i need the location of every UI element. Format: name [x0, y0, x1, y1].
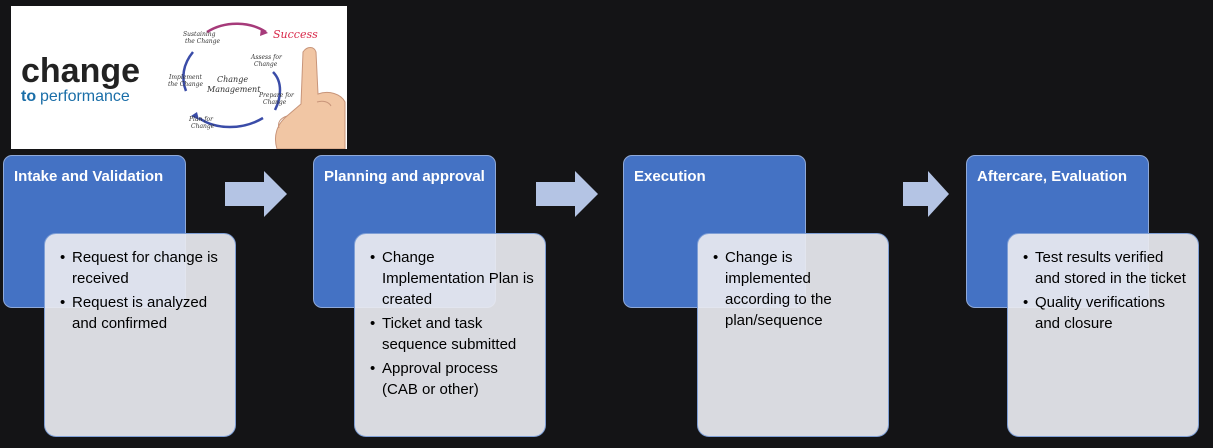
change-to-performance-logo: change to performance Change Management … [11, 6, 347, 149]
bullet-item: •Test results verified and stored in the… [1023, 249, 1186, 287]
cycle-label-plan-2: Change [191, 123, 215, 130]
stage-aftercare-title: Aftercare, Evaluation [977, 168, 1128, 185]
cycle-arrowhead-top [260, 28, 268, 36]
stage-planning-title: Planning and approval [324, 168, 485, 185]
cycle-arrowhead-bottom [191, 112, 199, 120]
cycle-arrow-right [272, 71, 282, 111]
cycle-arrow-top [206, 22, 267, 34]
flow-arrow-3 [903, 171, 949, 217]
bullet-item: •Change Implementation Plan is created [370, 249, 534, 308]
logo-word-change: change [21, 52, 140, 90]
bullet-item: •Request for change is received [60, 249, 218, 287]
bullet-marker: • [713, 249, 719, 266]
stage-execution-bullet-list: •Change is implemented according to the … [713, 247, 880, 334]
pointing-hand-illustration [274, 47, 346, 149]
cycle-label-implement-2: the Change [168, 81, 203, 88]
bullet-marker: • [60, 249, 66, 266]
logo-word-to: to [21, 88, 36, 105]
stage-intake-body: •Request for change is received •Request… [44, 233, 236, 437]
flow-arrow-2 [536, 171, 598, 217]
cycle-label-success: Success [273, 28, 318, 41]
bullet-marker: • [370, 315, 376, 332]
bullet-marker: • [370, 249, 376, 266]
stage-execution-body: •Change is implemented according to the … [697, 233, 889, 437]
bullet-item: •Change is implemented according to the … [713, 249, 832, 329]
cycle-arrow-bottom [198, 116, 264, 129]
cycle-label-assess-2: Change [254, 61, 278, 68]
bullet-item: •Quality verifications and closure [1023, 294, 1166, 332]
bullet-item: •Approval process (CAB or other) [370, 360, 498, 398]
flow-arrow-1 [225, 171, 287, 217]
cycle-label-implement-1: Implement [168, 74, 202, 81]
stage-planning-body: •Change Implementation Plan is created •… [354, 233, 546, 437]
cycle-label-plan-1: Plan for [188, 116, 214, 123]
bullet-marker: • [370, 360, 376, 377]
bullet-marker: • [60, 294, 66, 311]
stage-intake-bullet-list: •Request for change is received •Request… [60, 247, 227, 337]
cycle-label-prepare-1: Prepare for [258, 92, 295, 99]
cycle-center-1: Change [217, 75, 248, 84]
cycle-arrow-left [182, 51, 194, 92]
stage-planning-bullet-list: •Change Implementation Plan is created •… [370, 247, 537, 403]
bullet-item: •Request is analyzed and confirmed [60, 294, 208, 332]
bullet-marker: • [1023, 249, 1029, 266]
cycle-label-sustaining-1: Sustaining [183, 31, 216, 38]
stage-aftercare-bullet-list: •Test results verified and stored in the… [1023, 247, 1190, 337]
logo-word-performance: performance [40, 88, 130, 105]
bullet-item: •Ticket and task sequence submitted [370, 315, 517, 353]
cycle-center-2: Management [206, 85, 261, 94]
cycle-label-prepare-2: Change [263, 99, 287, 106]
bullet-marker: • [1023, 294, 1029, 311]
logo-graphic: change to performance Change Management … [21, 22, 346, 149]
stage-intake-title: Intake and Validation [14, 168, 164, 185]
stage-execution-title: Execution [634, 168, 706, 185]
stage-aftercare-body: •Test results verified and stored in the… [1007, 233, 1199, 437]
cycle-label-sustaining-2: the Change [185, 38, 220, 45]
cycle-label-assess-1: Assess for [250, 54, 283, 61]
